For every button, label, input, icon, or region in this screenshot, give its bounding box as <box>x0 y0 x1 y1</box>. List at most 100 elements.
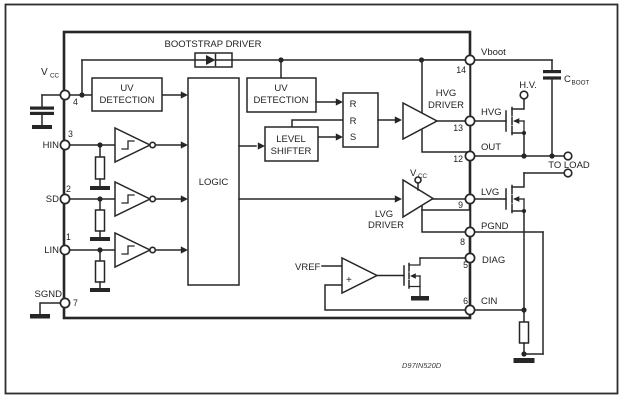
rs-latch-block <box>342 92 379 148</box>
hvg-driver-amp <box>402 101 439 141</box>
hvg-pin-label: HVG <box>481 107 502 118</box>
junction-dots <box>79 57 555 357</box>
diag-mosfet-icon <box>403 257 467 301</box>
input-row-wires <box>41 94 183 251</box>
pin-number-5: 5 <box>463 260 468 270</box>
comparator-plus-sign: + <box>346 275 352 286</box>
figure-code: D97IN520D <box>402 361 442 370</box>
pin-number-1: 1 <box>66 232 71 242</box>
pin-sd <box>59 193 71 205</box>
pgnd-sense-circuit <box>473 231 544 363</box>
level-shifter-block <box>264 126 319 162</box>
ground-symbol <box>411 296 429 301</box>
pin-number-6: 6 <box>463 296 468 306</box>
hin-pin-label: HIN <box>43 140 60 151</box>
latch-input-r2: R <box>350 116 357 127</box>
vcc-pin-label: V <box>41 67 48 78</box>
uv-detection-left-block <box>91 77 163 112</box>
pin-sgnd <box>59 297 71 309</box>
pin-number-12: 12 <box>453 154 463 164</box>
uv-detection-left-line1: UV <box>120 83 134 94</box>
lvg-driver-block <box>402 176 471 233</box>
pin-hvg <box>464 115 476 127</box>
to-load-terminal-1 <box>563 151 573 161</box>
inverter-bubble <box>149 141 157 149</box>
pgnd-pin-label: PGND <box>481 221 509 232</box>
inverter-bubble <box>149 246 157 254</box>
sgnd-ground <box>30 302 62 319</box>
cboot-label-sub: BOOT <box>572 80 590 87</box>
hvg-driver-block <box>402 59 471 153</box>
lvg-driver-line1: LVG <box>375 209 393 220</box>
pin-cin <box>464 304 476 316</box>
cboot-capacitor-icon <box>543 70 561 74</box>
hin-schmitt-trigger <box>114 126 157 164</box>
lvg-supply-label-sub: CC <box>418 173 428 180</box>
current-comparator <box>321 256 467 311</box>
ground-symbol <box>90 237 110 241</box>
lvg-supply-label: V <box>410 168 417 179</box>
uv-detection-left-line2: DETECTION <box>100 95 155 106</box>
sd-pin-label: SD <box>46 194 59 205</box>
signal-arrows <box>180 91 402 254</box>
vcc-pin-label-sub: CC <box>50 73 60 80</box>
pin-number-2: 2 <box>66 184 71 194</box>
pin-out <box>464 150 476 162</box>
out-pin-label: OUT <box>481 142 501 153</box>
page-frame <box>4 3 619 395</box>
package-pins <box>59 54 476 316</box>
sd-schmitt-trigger <box>114 180 157 218</box>
pin-lin <box>59 244 71 256</box>
ground-symbol <box>30 314 50 319</box>
vcc-capacitor <box>30 94 54 129</box>
ground-symbol <box>32 125 52 129</box>
diode-icon <box>206 55 216 65</box>
hvg-driver-line1: HVG <box>436 88 457 99</box>
hv-label: H.V. <box>519 80 537 91</box>
pin-number-9: 9 <box>458 200 463 210</box>
cin-pin-label: CIN <box>481 296 498 307</box>
uv-detection-right-line2: DETECTION <box>254 95 309 106</box>
pin-number-3: 3 <box>68 129 73 139</box>
logic-label: LOGIC <box>199 177 229 188</box>
pin-number-7: 7 <box>73 298 78 308</box>
vboot-cboot-circuit <box>473 59 561 157</box>
level-shifter-line1: LEVEL <box>276 134 306 145</box>
cboot-label: C <box>564 74 571 85</box>
hin-pulldown-resistor <box>90 144 110 190</box>
lvg-pin-label: LVG <box>481 187 499 198</box>
pin-number-13: 13 <box>453 123 463 133</box>
to-load-label: TO LOAD <box>548 160 590 171</box>
lvg-driver-line2: DRIVER <box>368 220 404 231</box>
inverter-bubble <box>149 195 157 203</box>
level-shifter-line2: SHIFTER <box>271 146 312 157</box>
uv-detection-right-line1: UV <box>274 83 288 94</box>
bootstrap-rail <box>81 59 467 96</box>
hvg-driver-line2: DRIVER <box>428 100 464 111</box>
pin-number-8: 8 <box>460 237 465 247</box>
latch-input-s: S <box>350 132 356 143</box>
logic-block <box>187 77 240 286</box>
level-shifter-wiring <box>238 101 344 147</box>
sense-resistor <box>518 321 530 344</box>
vboot-pin-label: Vboot <box>481 47 506 58</box>
pin-hin <box>59 139 71 151</box>
pin-number-4: 4 <box>73 97 78 107</box>
sgnd-pin-label: SGND <box>35 289 63 300</box>
hv-terminal <box>519 90 529 100</box>
out-to-load <box>473 151 573 178</box>
lin-pin-label: LIN <box>44 245 59 256</box>
ground-symbol <box>90 186 110 190</box>
diag-pin-label: DIAG <box>482 255 505 266</box>
pin-vboot <box>464 54 476 66</box>
pin-vcc <box>59 89 71 101</box>
comparator-amp <box>341 256 379 295</box>
pin-lvg <box>464 193 476 205</box>
vref-label: VREF <box>295 262 321 273</box>
lin-schmitt-trigger <box>114 231 157 269</box>
bootstrap-driver-block <box>194 52 233 68</box>
latch-input-r1: R <box>350 99 357 110</box>
uv-detection-right-block <box>246 77 317 113</box>
